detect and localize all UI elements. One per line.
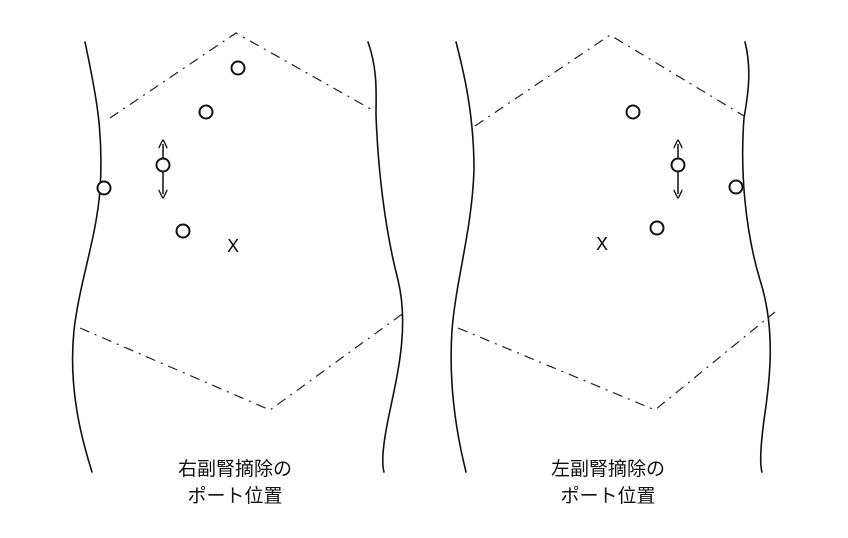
port-circle [155,157,171,173]
caption-line: 左副腎摘除の [550,458,665,480]
torso-left-outline [450,41,475,473]
port-circle [625,104,641,120]
caption-right-adrenalectomy: 右副腎摘除の ポート位置 [125,456,345,510]
torso-right-outline [741,41,772,473]
torso-right-outline [367,41,404,473]
left-adrenalectomy-figure: X [450,34,776,473]
caption-line: ポート位置 [187,485,283,507]
costal-margin-dashed [109,32,377,119]
port-circle [230,60,246,76]
port-circle [198,104,214,120]
right-adrenalectomy-figure: X [71,32,406,473]
torso-left-outline [71,41,102,473]
iliac-line-dashed [79,311,406,411]
caption-left-adrenalectomy: 左副腎摘除の ポート位置 [498,456,718,510]
port-circle [670,157,686,173]
caption-line: ポート位置 [560,485,656,507]
target-x-mark: X [227,236,239,257]
port-circle [728,179,744,195]
iliac-line-dashed [457,311,776,411]
port-circle [649,220,665,236]
port-circle [175,223,191,239]
caption-line: 右副腎摘除の [177,458,292,480]
costal-margin-dashed [474,34,745,127]
port-circle [96,180,112,196]
target-x-mark: X [596,234,608,255]
